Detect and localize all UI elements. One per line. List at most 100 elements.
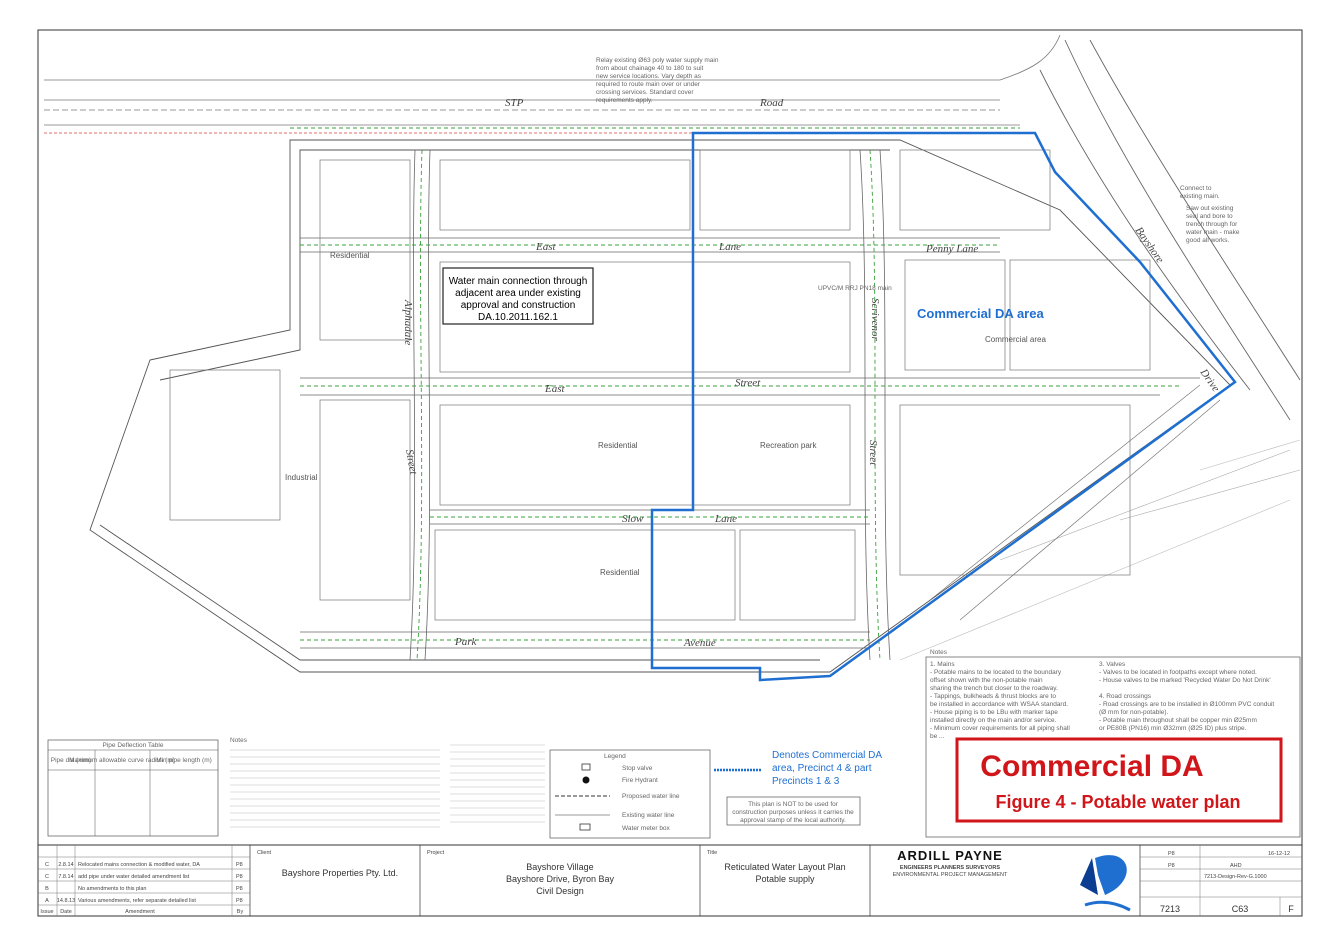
pipe-table-title: Pipe Deflection Table [103, 742, 164, 749]
proposed-water-line [290, 127, 1180, 661]
notes-line: - Potable mains to be located to the bou… [930, 669, 1062, 676]
road-label-east-lower: East [544, 383, 566, 395]
commercial-da-stamp: Commercial DA Figure 4 - Potable water p… [955, 737, 1283, 823]
stp-note-line: required to route main over or under [596, 81, 701, 88]
legend-item: Existing water line [622, 812, 675, 819]
bayshore-drive [1039, 39, 1301, 421]
road-label-street-left: Street [403, 448, 419, 476]
sawcut-note-line: water main - make [1185, 229, 1240, 236]
road-label-scrivenor: Scrivenor [869, 298, 881, 341]
notes-line-right: or PE80B (PN16) min Ø32mm (Ø25 ID) plus … [1099, 725, 1247, 732]
pipe-deflection-table: Pipe Deflection Table Pipe dia (mm) Maxi… [47, 739, 219, 837]
rev-date: 7.8.14 [58, 874, 73, 880]
road-label-lane: Lane [718, 241, 741, 253]
sawcut-note-line: seal and bore to [1186, 213, 1233, 220]
connection-notes: Connect to existing main. Saw out existi… [1180, 185, 1240, 244]
commercial-da-area-label: Commercial DA area [917, 306, 1044, 321]
rev-text: add pipe under water detailed amendment … [78, 874, 190, 880]
water-main-callout: Water main connection through adjacent a… [442, 267, 594, 325]
da-legend-line: Denotes Commercial DA [772, 750, 882, 761]
notes-line: - House piping is to be LBu with marker … [930, 709, 1058, 716]
sawcut-note-line: Saw out existing [1186, 205, 1234, 212]
stp-note-line: requirements apply. [596, 97, 653, 104]
left-notes-body [230, 744, 545, 828]
revision-letter: F [1288, 904, 1294, 914]
nfc-line: construction purposes unless it carries … [732, 809, 854, 816]
rev-header: Date [60, 909, 72, 915]
rev-by: P8 [236, 886, 243, 892]
rev-header: Issue [40, 909, 53, 915]
legend-item: Stop valve [622, 765, 653, 772]
legend-item: Fire Hydrant [622, 777, 658, 784]
area-label-industrial: Industrial [285, 473, 318, 482]
road-label-avenue: Avenue [683, 637, 716, 649]
site-outline [89, 139, 1231, 673]
notes-line-right: - Potable main throughout shall be coppe… [1099, 717, 1257, 724]
stp-note: Relay existing Ø63 poly water supply mai… [596, 57, 719, 104]
upvc-label: UPVC/M RRJ PN18 main [818, 285, 892, 292]
area-label-commercial: Commercial area [985, 335, 1046, 344]
da-legend: Denotes Commercial DA area, Precinct 4 &… [714, 750, 882, 787]
road-label-east: East [535, 241, 557, 253]
firm-sub2: ENVIRONMENTAL PROJECT MANAGEMENT [893, 872, 1008, 878]
notes-line-right: 3. Valves [1099, 661, 1126, 668]
rev-text: Various amendments, refer separate detai… [78, 898, 196, 904]
notes-line: - Tappings, bulkheads & thrust blocks ar… [930, 693, 1056, 700]
left-notes-heading: Notes [230, 737, 248, 744]
not-for-construction-box: This plan is NOT to be used for construc… [726, 796, 861, 826]
stp-note-line: new service locations. Vary depth as [596, 73, 702, 80]
drawn-by: P8 [1168, 851, 1175, 857]
legend-item: Water meter box [622, 825, 671, 832]
project-label: Project [427, 850, 445, 856]
project-line: Civil Design [536, 886, 584, 896]
notes-title: Notes [930, 649, 948, 656]
legend: Legend Stop valve Fire Hydrant Proposed … [549, 749, 711, 839]
checked-by: AHD [1230, 863, 1242, 869]
road-label-road: Road [759, 97, 784, 109]
project-line: Bayshore Village [526, 862, 593, 872]
stp-road [44, 34, 1061, 134]
area-label-residential: Residential [598, 441, 638, 450]
da-legend-line: Precincts 1 & 3 [772, 776, 840, 787]
rev-issue: C [45, 874, 49, 880]
nfc-line: This plan is NOT to be used for [748, 801, 839, 808]
pipe-table-header: Pipe dia (mm) [51, 757, 91, 764]
firm-sub: ENGINEERS PLANNERS SURVEYORS [900, 865, 1000, 871]
client-label: Client [257, 850, 272, 856]
notes-line: be installed in accordance with WSAA sta… [930, 701, 1068, 708]
notes-line: be ... [930, 733, 945, 740]
rev-header: Amendment [125, 909, 155, 915]
title-line: Potable supply [755, 874, 815, 884]
notes-line: installed directly on the main and/or se… [930, 717, 1057, 724]
stp-note-line: Relay existing Ø63 poly water supply mai… [596, 57, 719, 64]
commercial-da-boundary [650, 131, 1237, 682]
area-label-recreation: Recreation park [760, 441, 817, 450]
rev-by: P8 [236, 874, 243, 880]
callout-line: DA.10.2011.162.1 [478, 312, 558, 323]
rev-issue: B [45, 886, 49, 892]
road-label-alphadale: Alphadale [402, 299, 414, 345]
road-label-stp: STP [505, 97, 524, 109]
road-label-lane-low: Lane [714, 513, 737, 525]
rev-by: P8 [236, 862, 243, 868]
firm-name: ARDILL PAYNE [897, 848, 1003, 863]
rev-text: No amendments to this plan [78, 886, 146, 892]
road-label-street-mid: Street [735, 377, 761, 389]
callout-line: approval and construction [461, 300, 576, 311]
drawing-date: 16-12-12 [1268, 851, 1290, 857]
road-label-slow: Slow [622, 513, 644, 525]
connect-note-line: existing main. [1180, 193, 1220, 200]
stamp-subtitle: Figure 4 - Potable water plan [995, 792, 1240, 812]
job-number: 7213 [1160, 904, 1180, 914]
stamp-title: Commercial DA [980, 750, 1203, 783]
road-label-street-right: Street [867, 440, 879, 466]
building-blocks [169, 149, 1221, 621]
callout-line: adjacent area under existing [455, 288, 581, 299]
road-label-penny-lane: Penny Lane [925, 243, 978, 255]
sawcut-note-line: trench through for [1186, 221, 1238, 228]
notes-line-right: (Ø mm for non-potable). [1099, 709, 1169, 716]
rev-text: Relocated mains connection & modified wa… [78, 862, 200, 868]
callout-line: Water main connection through [449, 276, 588, 287]
legend-item: Proposed water line [622, 793, 680, 800]
